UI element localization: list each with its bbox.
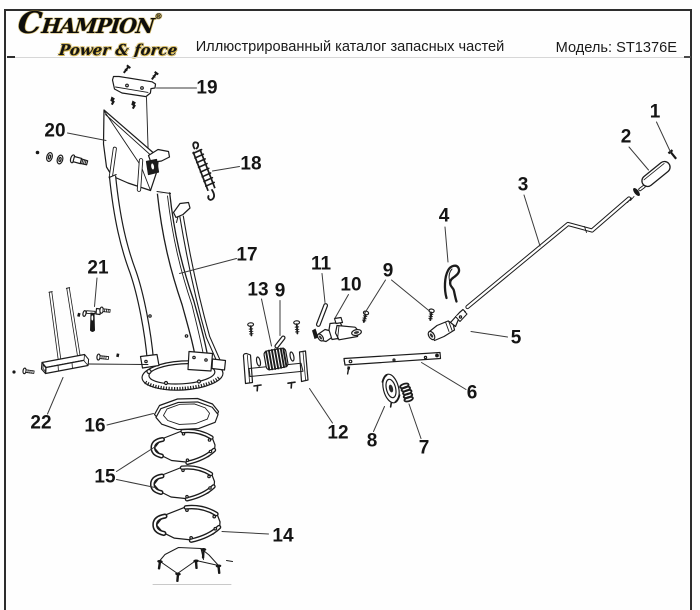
- part-number-12: 12: [327, 423, 348, 444]
- leader-line-1: [656, 121, 671, 153]
- part-number-7: 7: [419, 438, 430, 459]
- part-number-4: 4: [439, 206, 450, 227]
- header-rule: [8, 57, 686, 58]
- leader-line-13: [261, 298, 272, 347]
- part-number-18: 18: [240, 154, 261, 175]
- part-10-coupler: [316, 316, 362, 343]
- leader-line-12: [309, 388, 333, 424]
- part-number-20: 20: [44, 121, 65, 142]
- bottom-mount-bracket: [152, 547, 233, 585]
- model-label: Модель: ST1376E: [555, 40, 677, 56]
- part-number-21: 21: [87, 258, 109, 279]
- leader-line-6: [421, 362, 467, 390]
- leader-line-3: [523, 194, 541, 247]
- part-number-19: 19: [196, 78, 217, 99]
- part-number-9: 9: [275, 281, 286, 302]
- leader-line-7: [408, 403, 422, 439]
- part-7-spring: [399, 382, 414, 403]
- leader-line-15: [116, 479, 156, 488]
- leader-line-2: [628, 146, 649, 171]
- part-16-retaining-ring: [153, 397, 220, 431]
- leader-line-10: [334, 294, 349, 320]
- part-8-disc: [381, 373, 401, 408]
- part-20-handle-panel: [35, 109, 171, 192]
- part-15-clamp-ring-upper: [153, 431, 215, 463]
- mount-bolts: [157, 547, 222, 583]
- part-number-14: 14: [272, 526, 294, 547]
- part-number-11: 11: [311, 254, 332, 275]
- chute-base-flange: [139, 350, 227, 391]
- leader-line-8: [373, 406, 385, 432]
- part-number-8: 8: [367, 431, 378, 452]
- leader-line-4: [444, 226, 449, 263]
- part-1-screw: [667, 149, 677, 160]
- rod-collar: [633, 187, 640, 197]
- part-5-universal-joint: [427, 308, 468, 342]
- leader-line-22: [47, 377, 64, 415]
- part-number-22: 22: [30, 413, 51, 434]
- part-21-bolt-set: [77, 306, 111, 332]
- leader-line-17: [179, 258, 237, 274]
- leader-line-21: [94, 277, 98, 307]
- part-22-bracket: [12, 353, 149, 375]
- page-border: [4, 9, 692, 610]
- part-number-10: 10: [340, 275, 361, 296]
- part-number-17: 17: [236, 245, 257, 266]
- leader-line-20: [67, 132, 107, 141]
- part-12-worm-bracket: [242, 320, 309, 392]
- part-number-3: 3: [518, 175, 529, 196]
- leader-line-15: [116, 446, 156, 472]
- leader-line-5: [470, 331, 508, 338]
- page-title: Иллюстрированный каталог запасных частей: [195, 39, 505, 55]
- part-6-support-bar: [343, 351, 442, 375]
- part-number-1: 1: [650, 102, 661, 123]
- part-15-clamp-ring-lower: [152, 467, 214, 499]
- part-3-crank-rod: [465, 196, 635, 310]
- part-number-2: 2: [621, 127, 632, 148]
- leader-line-9: [364, 279, 386, 314]
- leader-line-18: [212, 166, 240, 172]
- part-number-16: 16: [84, 416, 105, 437]
- leader-line-11: [321, 273, 326, 303]
- part-17-handle-frame: [108, 174, 222, 365]
- part-14-clamp-ring: [155, 507, 220, 540]
- part-18-spring: [192, 141, 216, 201]
- part-number-9: 9: [383, 261, 394, 282]
- crop-mark-left: [7, 56, 15, 58]
- deflector-rods: [48, 287, 81, 360]
- part-4-r-clip: [443, 264, 461, 303]
- part-number-13: 13: [247, 280, 268, 301]
- part-number-15: 15: [94, 467, 116, 488]
- part-number-5: 5: [511, 328, 522, 349]
- part-9-roll-pin: [274, 335, 286, 349]
- part-13-worm-gear: [255, 347, 295, 371]
- crop-mark-right: [684, 56, 691, 58]
- part-number-6: 6: [467, 383, 478, 404]
- leader-line-16: [106, 413, 154, 426]
- leader-line-14: [221, 531, 269, 535]
- part-2-grip: [638, 160, 671, 192]
- leader-line-9: [391, 279, 431, 312]
